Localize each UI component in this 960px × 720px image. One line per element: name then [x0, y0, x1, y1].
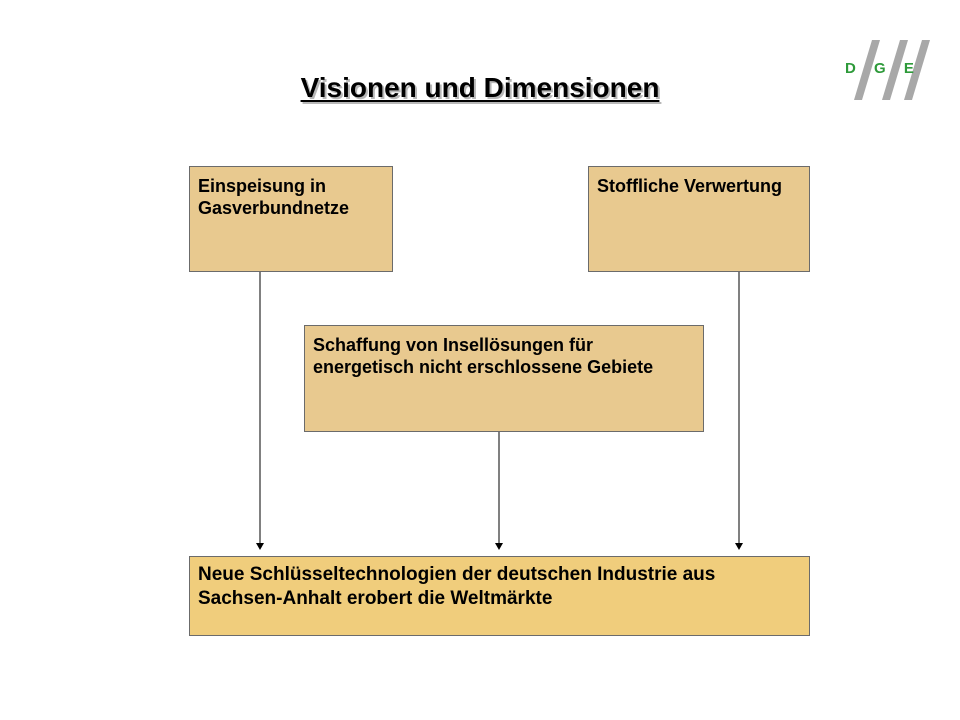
box-schluesseltechnologien: Neue Schlüsseltechnologien der deutschen… — [189, 556, 810, 636]
logo-slashes-icon — [854, 40, 930, 100]
box-einspeisung: Einspeisung in Gasverbundnetze — [189, 166, 393, 272]
logo-letters: D G E — [845, 60, 914, 77]
logo-letter-g: G — [874, 60, 886, 77]
slide-title: Visionen und Dimensionen — [300, 72, 660, 103]
box-insellosungen: Schaffung von Insellösungen für energeti… — [304, 325, 704, 432]
box-stoffliche-verwertung: Stoffliche Verwertung — [588, 166, 810, 272]
logo-letter-e: E — [903, 60, 914, 77]
logo-letter-d: D — [845, 60, 856, 77]
dge-logo: D G E — [836, 40, 936, 110]
